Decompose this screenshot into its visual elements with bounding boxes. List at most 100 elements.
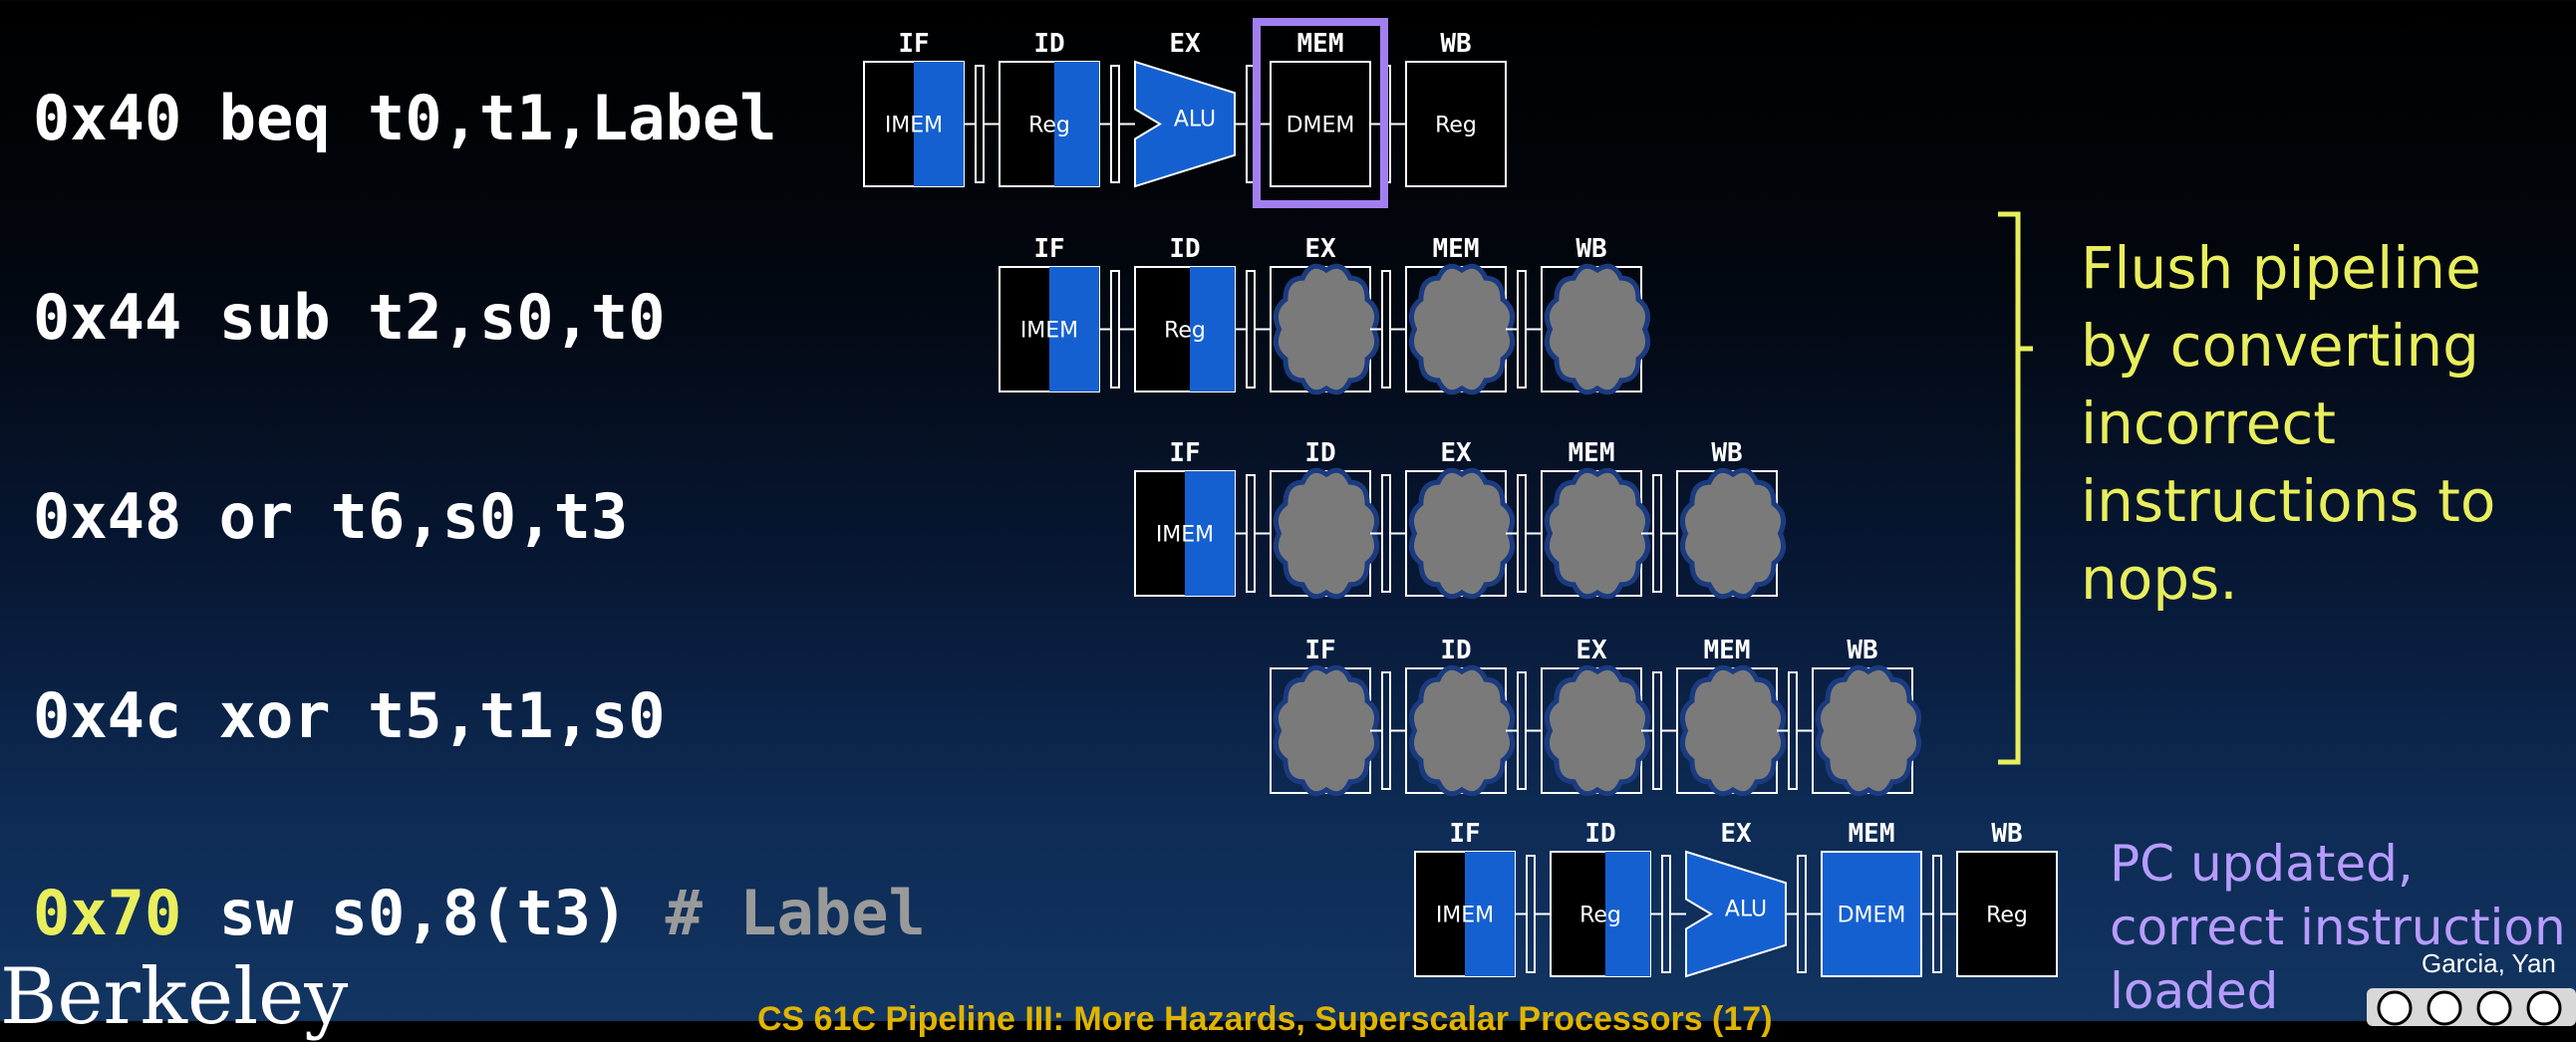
instruction-0x44: 0x44 sub t2,s0,t0 xyxy=(33,287,666,349)
mem-stage-highlight xyxy=(1253,18,1388,208)
nop-bubble xyxy=(1273,664,1380,797)
pipeline-register xyxy=(975,65,985,183)
instruction-text: sub t2,s0,t0 xyxy=(181,281,666,354)
stage-label: EX xyxy=(1169,29,1201,59)
dmem-label: DMEM xyxy=(1838,904,1906,928)
instruction-text: xor t5,t1,s0 xyxy=(181,679,666,752)
stage-label: ID xyxy=(1033,29,1064,59)
nop-bubble xyxy=(1273,263,1380,395)
stage-label: EX xyxy=(1720,819,1752,849)
pipeline-register xyxy=(1381,474,1391,593)
pipeline-diagram: IFIMEMIDRegEXALUMEMDMEMWBRegIFIMEMIDRegE… xyxy=(863,18,2058,978)
stage-label: IF xyxy=(1169,438,1200,468)
writeback-reg-box xyxy=(1956,851,2058,977)
instruction-text: beq t0,t1,Label xyxy=(181,82,777,154)
stage-label: WB xyxy=(1847,636,1877,665)
pipeline-register xyxy=(1381,671,1391,790)
imem-label: IMEM xyxy=(885,114,943,138)
creative-commons-badge xyxy=(2367,988,2576,1026)
instruction-address: 0x48 xyxy=(33,480,182,553)
instruction-text: or t6,s0,t3 xyxy=(181,480,629,553)
imem-label: IMEM xyxy=(1436,904,1494,928)
pipeline-register xyxy=(1517,474,1527,593)
writeback-reg-box xyxy=(1405,61,1507,187)
pipeline-register xyxy=(1381,270,1391,389)
nop-bubble xyxy=(1408,467,1516,600)
pc-updated-note: PC updated, correct instruction loaded xyxy=(2110,835,2566,1020)
instruction-0x4c: 0x4c xor t5,t1,s0 xyxy=(33,685,666,747)
stage-label: WB xyxy=(1991,819,2022,849)
author-credit: Garcia, Yan xyxy=(2422,948,2556,978)
reg-read-fill xyxy=(1605,852,1650,976)
reg-label: Reg xyxy=(1164,319,1206,344)
flush-note: Flush pipeline by converting incorrect i… xyxy=(2081,234,2496,613)
stage-label: ID xyxy=(1169,234,1200,264)
nop-bubble xyxy=(1544,263,1651,395)
reg-read-fill xyxy=(1054,62,1099,186)
stage-label: MEM xyxy=(1569,438,1615,468)
nop-bubble xyxy=(1679,467,1787,600)
reg-read-fill xyxy=(1190,267,1235,391)
dmem-label: DMEM xyxy=(1287,114,1355,138)
pipeline-register xyxy=(1110,65,1120,183)
stage-label: MEM xyxy=(1433,234,1480,264)
alu-shape xyxy=(1134,60,1236,188)
pipeline-register xyxy=(1517,270,1527,389)
imem-label: IMEM xyxy=(1156,523,1214,548)
nop-bubble xyxy=(1815,664,1922,797)
pipeline-register xyxy=(1652,671,1662,790)
instruction-comment: # Label xyxy=(665,877,926,949)
pipeline-register xyxy=(1788,671,1798,790)
stage-label: IF xyxy=(1449,819,1480,849)
slide-footer: CS 61C Pipeline III: More Hazards, Super… xyxy=(757,1000,1773,1038)
nop-bubble xyxy=(1544,467,1651,600)
nop-bubble xyxy=(1408,664,1516,797)
instruction-text: sw s0,8(t3) xyxy=(181,877,666,949)
stage-label: ID xyxy=(1304,438,1335,468)
pipeline-register xyxy=(1652,474,1662,593)
alu-label: ALU xyxy=(1174,107,1216,131)
stage-label: EX xyxy=(1440,438,1472,468)
stage-label: IF xyxy=(1033,234,1064,264)
flush-bracket xyxy=(1998,211,2033,765)
pipeline-register xyxy=(1246,474,1256,593)
stage-label: MEM xyxy=(1704,636,1751,665)
imem-label: IMEM xyxy=(1020,319,1078,344)
pipeline-register xyxy=(1246,270,1256,389)
reg-label: Reg xyxy=(1579,904,1621,928)
stage-label: EX xyxy=(1304,234,1336,264)
stage-label: EX xyxy=(1575,636,1607,665)
stage-label: IF xyxy=(1304,636,1335,665)
stage-label: WB xyxy=(1440,29,1471,59)
stage-label: ID xyxy=(1584,819,1615,849)
nop-bubble xyxy=(1544,664,1651,797)
stage-label: WB xyxy=(1711,438,1742,468)
reg-label: Reg xyxy=(1028,114,1070,138)
berkeley-logo: Berkeley xyxy=(0,952,349,1042)
instruction-address: 0x4c xyxy=(33,679,182,752)
stage-label: WB xyxy=(1575,234,1606,264)
stage-label: MEM xyxy=(1849,819,1895,849)
writeback-reg-label: Reg xyxy=(1986,904,2028,928)
imem-active-fill xyxy=(1049,267,1099,391)
alu-label: ALU xyxy=(1725,897,1767,921)
instruction-0x70: 0x70 sw s0,8(t3) # Label xyxy=(33,883,926,944)
pipeline-register xyxy=(1932,855,1942,973)
pipeline-register xyxy=(1661,855,1671,973)
instruction-0x40: 0x40 beq t0,t1,Label xyxy=(33,88,777,149)
instruction-address: 0x44 xyxy=(33,281,182,354)
stage-label: MEM xyxy=(1297,29,1344,59)
pipeline-register xyxy=(1517,671,1527,790)
instruction-address: 0x70 xyxy=(33,877,182,949)
writeback-reg-label: Reg xyxy=(1435,114,1477,138)
pipeline-register xyxy=(1110,270,1120,389)
pipeline-register xyxy=(1797,855,1807,973)
imem-active-fill xyxy=(1185,471,1235,596)
nop-bubble xyxy=(1679,664,1787,797)
instruction-address: 0x40 xyxy=(33,82,182,154)
stage-label: IF xyxy=(898,29,929,59)
alu-shape xyxy=(1685,850,1787,978)
instruction-0x48: 0x48 or t6,s0,t3 xyxy=(33,486,628,548)
imem-active-fill xyxy=(1465,852,1515,976)
nop-bubble xyxy=(1273,467,1380,600)
